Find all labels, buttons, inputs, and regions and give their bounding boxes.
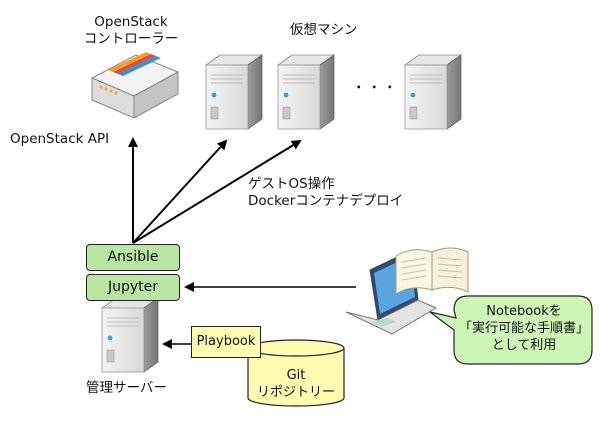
jupyter-box: Jupyter — [86, 274, 180, 301]
controller-label-line1: OpenStack — [94, 14, 168, 30]
ansible-box: Ansible — [86, 244, 180, 271]
openstack-api-label: OpenStack API — [10, 131, 110, 147]
vm-server-4-icon — [404, 54, 462, 130]
vm-title: 仮想マシン — [290, 22, 358, 38]
vm-ellipsis: ・・・ — [352, 80, 399, 96]
vm-server-1-icon — [205, 54, 263, 130]
git-label-line2: リポジトリー — [256, 385, 335, 400]
controller-label: OpenStack コントローラー — [66, 14, 196, 48]
callout-text: Notebookを 「実行可能な手順書」 として利用 — [456, 303, 592, 354]
vm-server-2-icon — [277, 54, 335, 130]
controller-device-icon — [90, 52, 180, 119]
callout-line2: 「実行可能な手順書」 — [458, 321, 589, 336]
vm1-arrow — [132, 139, 228, 244]
playbook-box: Playbook — [191, 326, 261, 358]
management-server-icon — [101, 297, 159, 373]
vm2-arrow — [132, 139, 302, 244]
callout-line1: Notebookを — [486, 304, 562, 319]
git-repo-label: Git リポジトリー — [248, 367, 344, 401]
operations-line1: ゲストOS操作 — [248, 176, 335, 192]
open-book-icon — [395, 247, 469, 295]
operations-label: ゲストOS操作 Dockerコンテナデプロイ — [248, 176, 403, 210]
management-server-label: 管理サーバー — [86, 380, 167, 396]
operations-line2: Dockerコンテナデプロイ — [248, 193, 404, 209]
controller-label-line2: コントローラー — [83, 31, 179, 47]
git-repository-cylinder — [247, 339, 345, 407]
git-label-line1: Git — [286, 368, 306, 383]
notebook-callout — [429, 295, 593, 365]
callout-line3: として利用 — [491, 338, 557, 353]
